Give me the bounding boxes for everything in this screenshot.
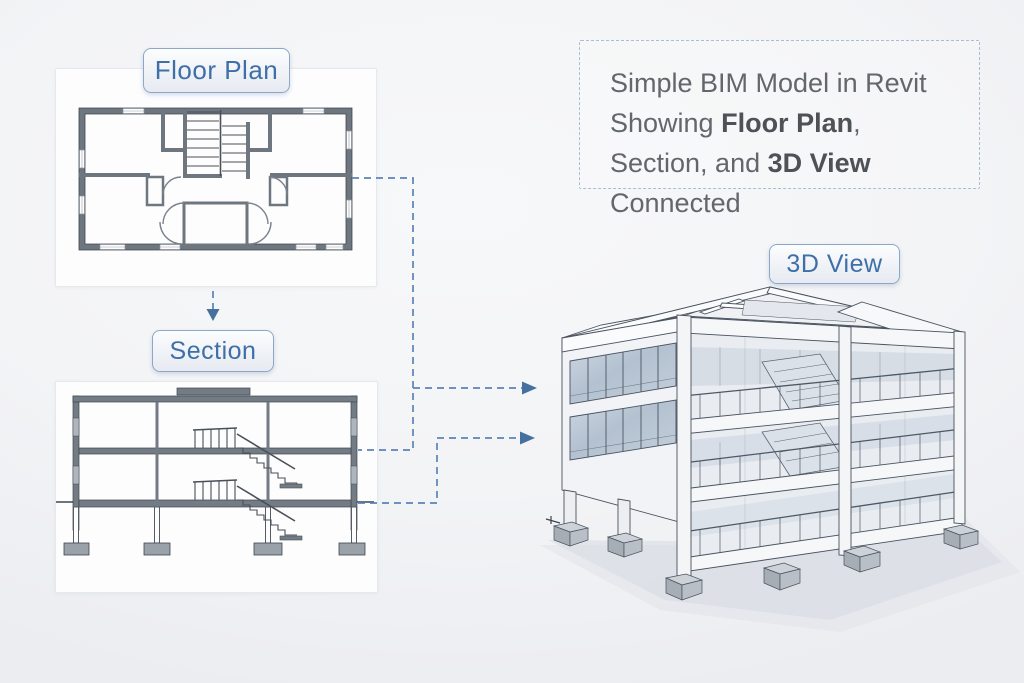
floor-plan-card bbox=[55, 68, 377, 287]
caption-bold-floor-plan: Floor Plan bbox=[721, 108, 854, 138]
floor-plan-badge[interactable]: Floor Plan bbox=[143, 48, 290, 93]
footings bbox=[552, 521, 980, 601]
railings bbox=[682, 367, 963, 556]
section-card bbox=[55, 381, 378, 593]
caption-bold-3d-view: 3D View bbox=[767, 148, 871, 178]
interior-detail bbox=[690, 335, 955, 548]
3d-view-badge[interactable]: 3D View bbox=[769, 244, 900, 284]
arrowhead-down-icon bbox=[206, 309, 220, 321]
left-facade bbox=[561, 316, 684, 549]
arrowhead-to-3d-lower bbox=[520, 431, 535, 445]
building-3d-view bbox=[540, 286, 1020, 632]
caption-box: Simple BIM Model in Revit Showing Floor … bbox=[579, 40, 980, 218]
caption-text: Simple BIM Model in Revit Showing bbox=[610, 68, 927, 138]
roof-terrace bbox=[561, 286, 964, 344]
arrowhead-to-3d-upper bbox=[522, 381, 537, 395]
3d-view-badge-label: 3D View bbox=[786, 249, 883, 278]
connector-section-to-3d bbox=[358, 437, 520, 504]
section-badge[interactable]: Section bbox=[152, 330, 274, 372]
floor-plan-badge-label: Floor Plan bbox=[154, 55, 279, 85]
section-badge-label: Section bbox=[169, 336, 257, 365]
